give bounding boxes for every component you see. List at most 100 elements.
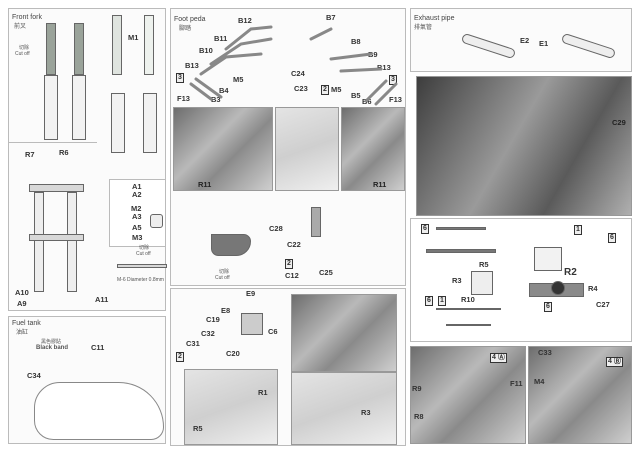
pedal-parts-drawing (189, 25, 398, 106)
wire (446, 324, 491, 326)
cut-off-note-cn: 切除 (139, 245, 150, 251)
fuel-tank-panel: Fuel tank 油缸 黑色膠貼 Black band C11 C34 (8, 316, 166, 444)
fork-tube-cut (46, 23, 56, 75)
part-label: C19 (206, 315, 220, 324)
part-label: E8 (221, 306, 231, 315)
part-label: R6 (59, 148, 69, 157)
connector-r5 (471, 271, 493, 295)
cut-off-note-cn: 切除 (19, 45, 30, 51)
step-number: 4 Ⓐ (490, 353, 507, 363)
part-label: B10 (199, 46, 213, 55)
step-number: 6 (608, 233, 616, 243)
part-label: B11 (214, 34, 228, 43)
step-number: 6 (544, 302, 552, 312)
wiring-panel: 6 1 6 6 1 6 R5 R3 R2 R4 C27 R10 (410, 218, 632, 342)
part-label: R5 (479, 260, 489, 269)
part-label: B9 (368, 50, 378, 59)
section-title-cn: 排氣管 (414, 25, 433, 31)
triple-clamp (29, 184, 84, 192)
step-number: 6 (425, 296, 433, 306)
part-label: C32 (201, 329, 215, 338)
part-label: F13 (177, 94, 190, 103)
fork-tube-cut (74, 23, 84, 75)
heel-guard (211, 234, 251, 256)
fork-tube-m1 (112, 15, 122, 75)
part-label: R5 (193, 424, 203, 433)
part-label: R8 (414, 412, 424, 421)
part-label: R1 (258, 388, 268, 397)
front-fork-panel: Front fork 前叉 切除 Cut off M1 R7 R6 A1 A2 … (8, 8, 167, 311)
part-label: A3 (132, 212, 142, 221)
cut-off-note-cn: 切除 (219, 269, 230, 275)
step-number: 6 (421, 224, 429, 234)
part-label: M5 (233, 75, 244, 84)
part-label: B7 (326, 13, 336, 22)
section-title-cn: 油缸 (16, 330, 29, 336)
part-label: F13 (389, 95, 402, 104)
cap-part (150, 214, 163, 228)
linkage-part (311, 207, 321, 237)
part-label: B5 (351, 91, 361, 100)
fuel-tank-drawing (34, 382, 164, 440)
part-label: A11 (95, 295, 109, 304)
part-label: E2 (520, 36, 530, 45)
part-label: C34 (27, 371, 41, 380)
cut-off-note: Cut off (136, 251, 151, 257)
part-label: C6 (268, 327, 278, 336)
fork-lower (44, 75, 58, 140)
section-title: Foot peda (174, 16, 206, 23)
part-label: E1 (539, 39, 549, 48)
section-title: Front fork (12, 14, 42, 21)
step-number: 3 (389, 75, 397, 85)
part-label: C23 (294, 84, 308, 93)
regulator-r2 (551, 281, 565, 295)
part-label: C20 (226, 349, 240, 358)
drill-note: M-6 Diameter 0.8mm (117, 277, 164, 283)
part-label: M1 (128, 33, 139, 42)
part-label: C27 (596, 300, 610, 309)
band-note-cn: 黑色膠貼 (41, 339, 62, 345)
step-number: 1 (438, 296, 446, 306)
fork-lower (143, 93, 157, 153)
part-label: B12 (238, 16, 252, 25)
part-label: R10 (461, 295, 475, 304)
part-label: A5 (132, 223, 142, 232)
part-label: C11 (91, 343, 105, 352)
part-label: C12 (285, 271, 299, 280)
part-label: M4 (534, 377, 545, 386)
section-title-cn: 腳踏 (179, 26, 192, 32)
part-label: A1 (132, 182, 142, 191)
exhaust-pipe-right (560, 32, 617, 60)
engine-photo (416, 76, 632, 216)
step-number: 2 (321, 85, 329, 95)
part-label: B4 (219, 86, 229, 95)
part-label: B13 (185, 61, 199, 70)
part-label: E9 (246, 289, 256, 298)
stand-panel: E9 E8 C19 C6 C32 C31 C20 2 R1 R5 R3 (170, 288, 406, 446)
step-number: 2 (285, 259, 293, 269)
cut-off-note: Cut off (15, 51, 30, 57)
part-label: M3 (132, 233, 143, 242)
assembly-photo-a (410, 346, 526, 444)
part-label: C33 (538, 348, 552, 357)
part-label: C29 (612, 118, 626, 127)
connector-box (534, 247, 562, 271)
part-label: C25 (319, 268, 333, 277)
part-label: R7 (25, 150, 35, 159)
fork-right (67, 192, 77, 292)
step-number: 3 (176, 73, 184, 83)
part-label: R3 (452, 276, 462, 285)
step-number: 1 (574, 225, 582, 235)
part-label: C22 (287, 240, 301, 249)
part-label: R4 (588, 284, 598, 293)
fork-left (34, 192, 44, 292)
fork-lower (72, 75, 86, 140)
detail-box: A1 A2 M2 A3 A5 M3 (109, 179, 166, 247)
fork-tube-m1 (144, 15, 154, 75)
exhaust-panel: Exhaust pipe 排氣管 E2 E1 (410, 8, 632, 72)
wire (436, 227, 486, 230)
pedal-photo-2 (275, 107, 339, 191)
part-label: C28 (269, 224, 283, 233)
section-title: Exhaust pipe (414, 15, 455, 22)
wire (436, 308, 501, 310)
